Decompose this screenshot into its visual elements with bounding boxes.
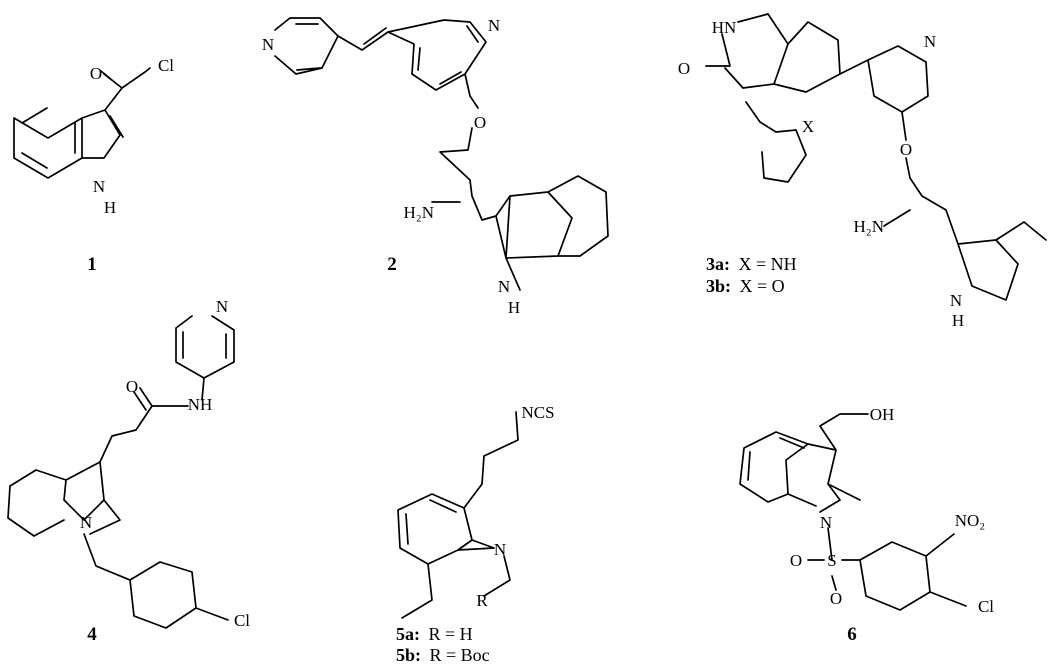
- variant-3b-label: 3b:: [706, 276, 731, 296]
- atom-indole-n: N: [80, 513, 92, 532]
- atom-amide-nh: NH: [188, 395, 213, 414]
- variant-3a-label: 3a:: [706, 254, 730, 274]
- atom-ncs: NCS: [521, 403, 554, 422]
- atom-sulfonyl-o-left: O: [790, 551, 802, 570]
- atom-o: O: [90, 64, 102, 83]
- compound-4-bonds: [7, 315, 235, 629]
- atom-amine: H₂N: [404, 203, 434, 222]
- atom-pyridine-n: N: [216, 297, 228, 316]
- compound-5-bonds: [397, 411, 519, 619]
- atom-indole-n: N: [820, 513, 832, 532]
- compound-1-bonds: [13, 67, 151, 179]
- compound-2-bonds: [274, 17, 609, 291]
- compound-4-label: 4: [87, 624, 97, 645]
- compound-3-bonds: [705, 13, 1047, 301]
- atom-indole-n: N: [498, 277, 510, 296]
- atom-ether-o: O: [474, 113, 486, 132]
- variant-3a: 3a: X = NH: [706, 254, 797, 274]
- atom-pyridine-n-right: N: [488, 16, 500, 35]
- atom-r: R: [476, 591, 488, 610]
- atom-oh: OH: [870, 405, 895, 424]
- variant-3b: 3b: X = O: [706, 276, 785, 296]
- atom-x: X: [802, 117, 814, 136]
- compound-1-label: 1: [87, 254, 97, 275]
- compound-6: OH N NO₂ S O O Cl 6: [739, 405, 994, 645]
- atom-pyridine-n-left: N: [262, 35, 274, 54]
- atom-carbonyl-o: O: [678, 59, 690, 78]
- atom-indole-n: N: [494, 540, 506, 559]
- atom-sulfonyl-o-bottom: O: [830, 589, 842, 608]
- variant-5a-label: 5a:: [396, 624, 420, 644]
- compound-1: O Cl N H 1: [13, 56, 174, 275]
- atom-amine: H₂N: [854, 217, 884, 236]
- atom-indole-n: N: [950, 291, 962, 310]
- variant-3b-text: X = O: [740, 276, 785, 296]
- atom-lactam-nh: HN: [712, 18, 737, 37]
- variant-5a-text: R = H: [429, 624, 473, 644]
- variant-5a: 5a: R = H: [396, 624, 473, 644]
- variant-5b-label: 5b:: [396, 645, 421, 663]
- atom-amide-o: O: [126, 377, 138, 396]
- variant-5b-text: R = Boc: [430, 645, 490, 663]
- atom-cl: Cl: [978, 597, 994, 616]
- atom-cl: Cl: [234, 611, 250, 630]
- variant-5b: 5b: R = Boc: [396, 645, 490, 663]
- compound-2-label: 2: [387, 254, 397, 275]
- atom-cl: Cl: [158, 56, 174, 75]
- compound-4: N O NH N Cl 4: [7, 297, 250, 645]
- atom-n: N: [93, 177, 105, 196]
- atom-h: H: [104, 198, 116, 217]
- compound-3: HN O X N O H₂N N H 3a: X = NH 3b: X = O: [678, 13, 1047, 330]
- compound-2: N N O H₂N N H 2: [262, 16, 609, 317]
- atom-indole-h: H: [952, 311, 964, 330]
- compound-6-label: 6: [847, 624, 857, 645]
- atom-pyridine-n: N: [924, 32, 936, 51]
- variant-3a-text: X = NH: [739, 254, 797, 274]
- compound-6-bonds: [739, 413, 967, 611]
- compound-5: NCS N R 5a: R = H 5b: R = Boc: [396, 403, 555, 665]
- atom-nitro: NO₂: [955, 511, 985, 530]
- atom-s: S: [827, 551, 836, 570]
- atom-ether-o: O: [900, 140, 912, 159]
- atom-indole-h: H: [508, 298, 520, 317]
